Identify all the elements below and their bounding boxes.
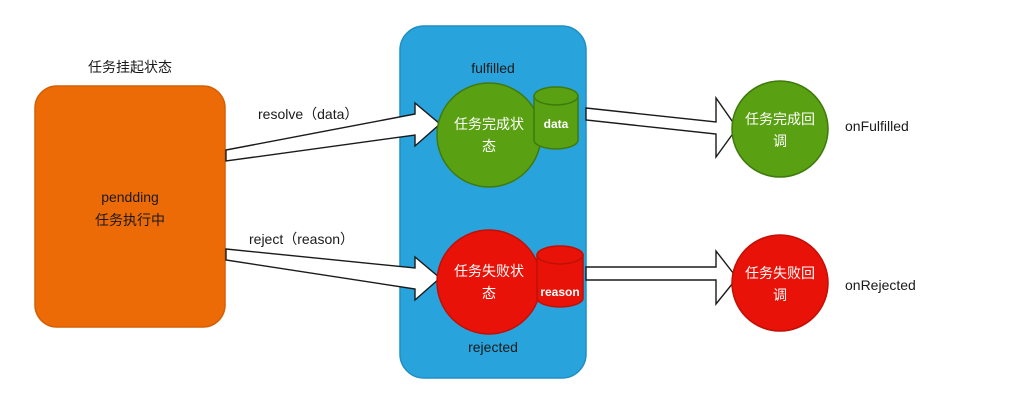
fulfilled-state-label-line1: 任务完成状 [454,116,524,132]
pending-caption: 任务挂起状态 [88,59,172,75]
on-rejected-callback-label-line1: 任务失败回 [745,265,815,281]
on-fulfilled-side-label: onFulfilled [845,118,909,134]
rejected-state-label-line1: 任务失败状 [454,263,524,279]
resolve-arrow [225,101,442,162]
pending-label-line1: pendding [101,189,159,205]
on-fulfilled-callback-circle[interactable] [731,80,829,178]
fulfilled-container-label: fulfilled [471,60,515,76]
on-rejected-callback-label-line2: 调 [773,287,787,303]
reject-arrow [225,248,442,302]
on-rejected-arrow [585,248,738,306]
rejected-state-circle[interactable] [436,229,542,335]
on-rejected-side-label: onRejected [845,277,916,293]
data-cylinder-label: data [544,117,569,131]
on-fulfilled-arrow [585,95,738,160]
reason-cylinder[interactable]: reason [536,245,584,308]
rejected-container-label: rejected [468,339,518,355]
on-fulfilled-callback-label-line1: 任务完成回 [745,111,815,127]
fulfilled-state-circle[interactable] [436,82,542,188]
on-fulfilled-callback-label-line2: 调 [773,133,787,149]
reject-edge-label: reject（reason） [249,231,354,247]
reason-cylinder-label: reason [540,285,579,299]
data-cylinder[interactable]: data [533,86,579,150]
pending-box[interactable] [34,85,226,328]
rejected-state-label-line2: 态 [482,285,496,301]
pending-label-line2: 任务执行中 [95,212,165,228]
fulfilled-state-label-line2: 态 [482,138,496,154]
on-rejected-callback-circle[interactable] [731,234,829,332]
resolve-edge-label: resolve（data） [258,106,358,122]
